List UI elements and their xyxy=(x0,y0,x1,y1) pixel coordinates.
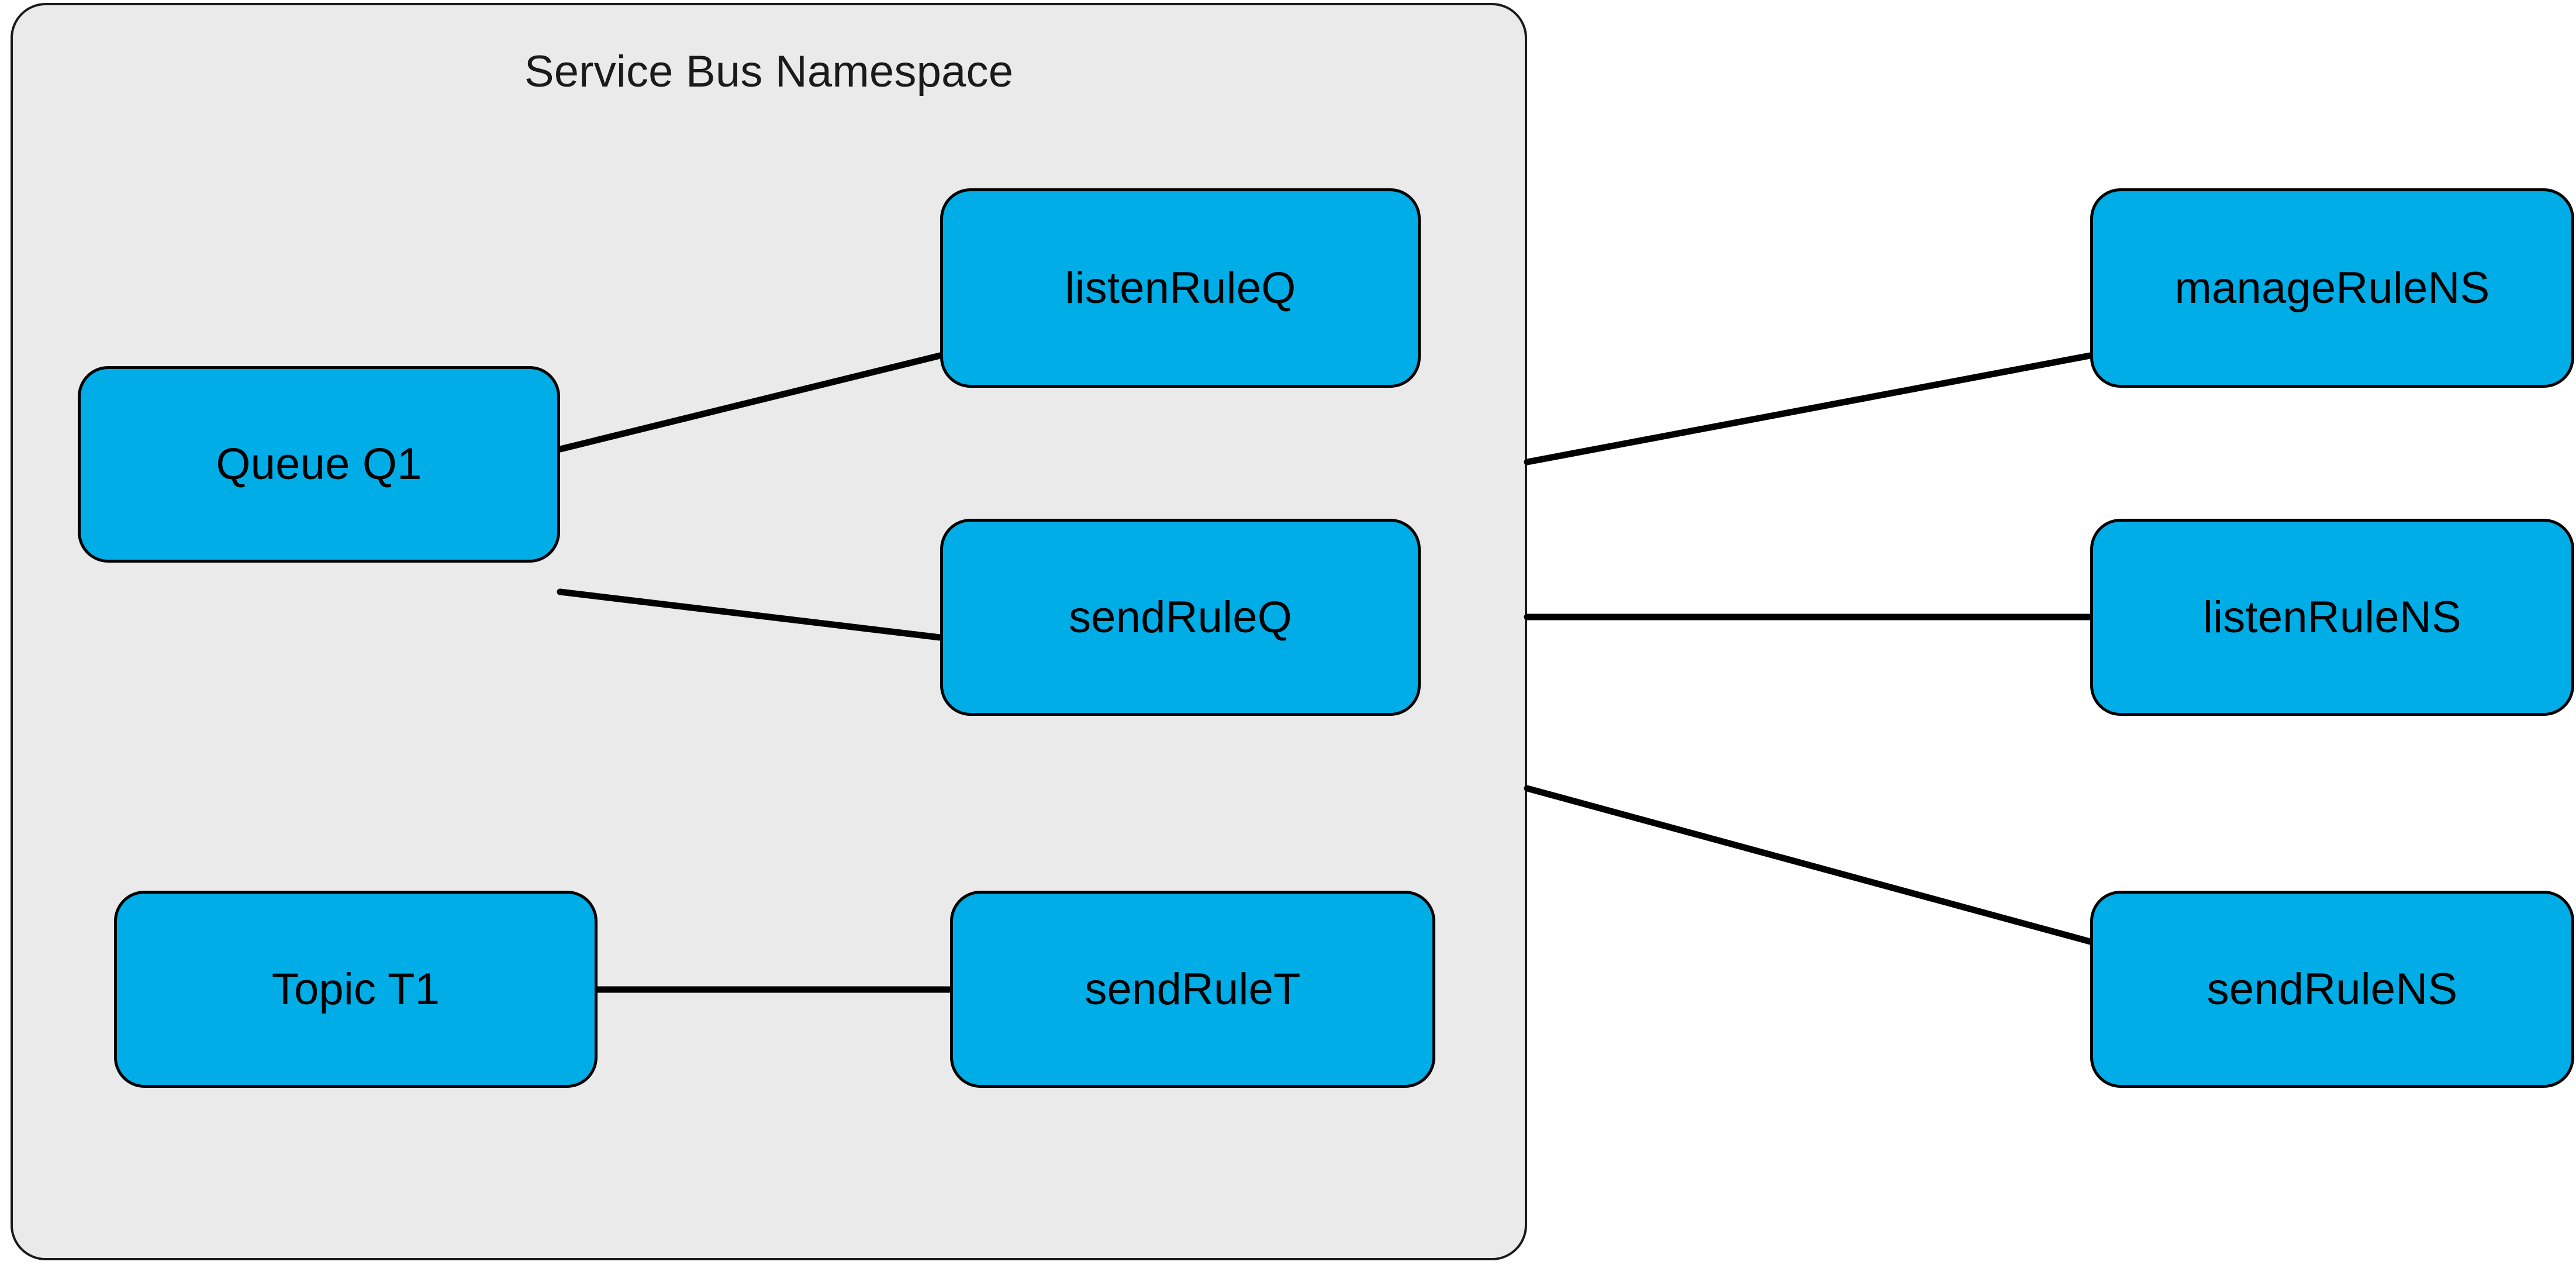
node-sendrulens[interactable]: sendRuleNS xyxy=(2090,891,2574,1088)
node-label-queue-q1: Queue Q1 xyxy=(216,439,422,489)
node-label-sendruleq: sendRuleQ xyxy=(1068,592,1293,642)
node-label-listenruleq: listenRuleQ xyxy=(1065,263,1296,313)
node-label-managerulens: manageRuleNS xyxy=(2174,263,2490,313)
node-listenrulens[interactable]: listenRuleNS xyxy=(2090,519,2574,716)
edge-namespace-to-managerulens xyxy=(1524,352,2094,466)
node-sendruleq[interactable]: sendRuleQ xyxy=(940,519,1421,716)
namespace-title: Service Bus Namespace xyxy=(524,47,1014,96)
node-label-listenrulens: listenRuleNS xyxy=(2203,592,2461,642)
edge-queue-q1-to-listenruleq xyxy=(557,352,944,453)
node-sendrulet[interactable]: sendRuleT xyxy=(950,891,1435,1088)
edge-queue-q1-to-sendruleq xyxy=(557,588,944,641)
edge-namespace-to-sendrulens xyxy=(1524,785,2094,945)
node-label-topic-t1: Topic T1 xyxy=(271,964,440,1014)
node-label-sendrulens: sendRuleNS xyxy=(2206,964,2458,1014)
node-queue-q1[interactable]: Queue Q1 xyxy=(78,366,560,563)
node-label-sendrulet: sendRuleT xyxy=(1085,964,1301,1014)
node-topic-t1[interactable]: Topic T1 xyxy=(114,891,598,1088)
node-listenruleq[interactable]: listenRuleQ xyxy=(940,188,1421,388)
node-managerulens[interactable]: manageRuleNS xyxy=(2090,188,2574,388)
